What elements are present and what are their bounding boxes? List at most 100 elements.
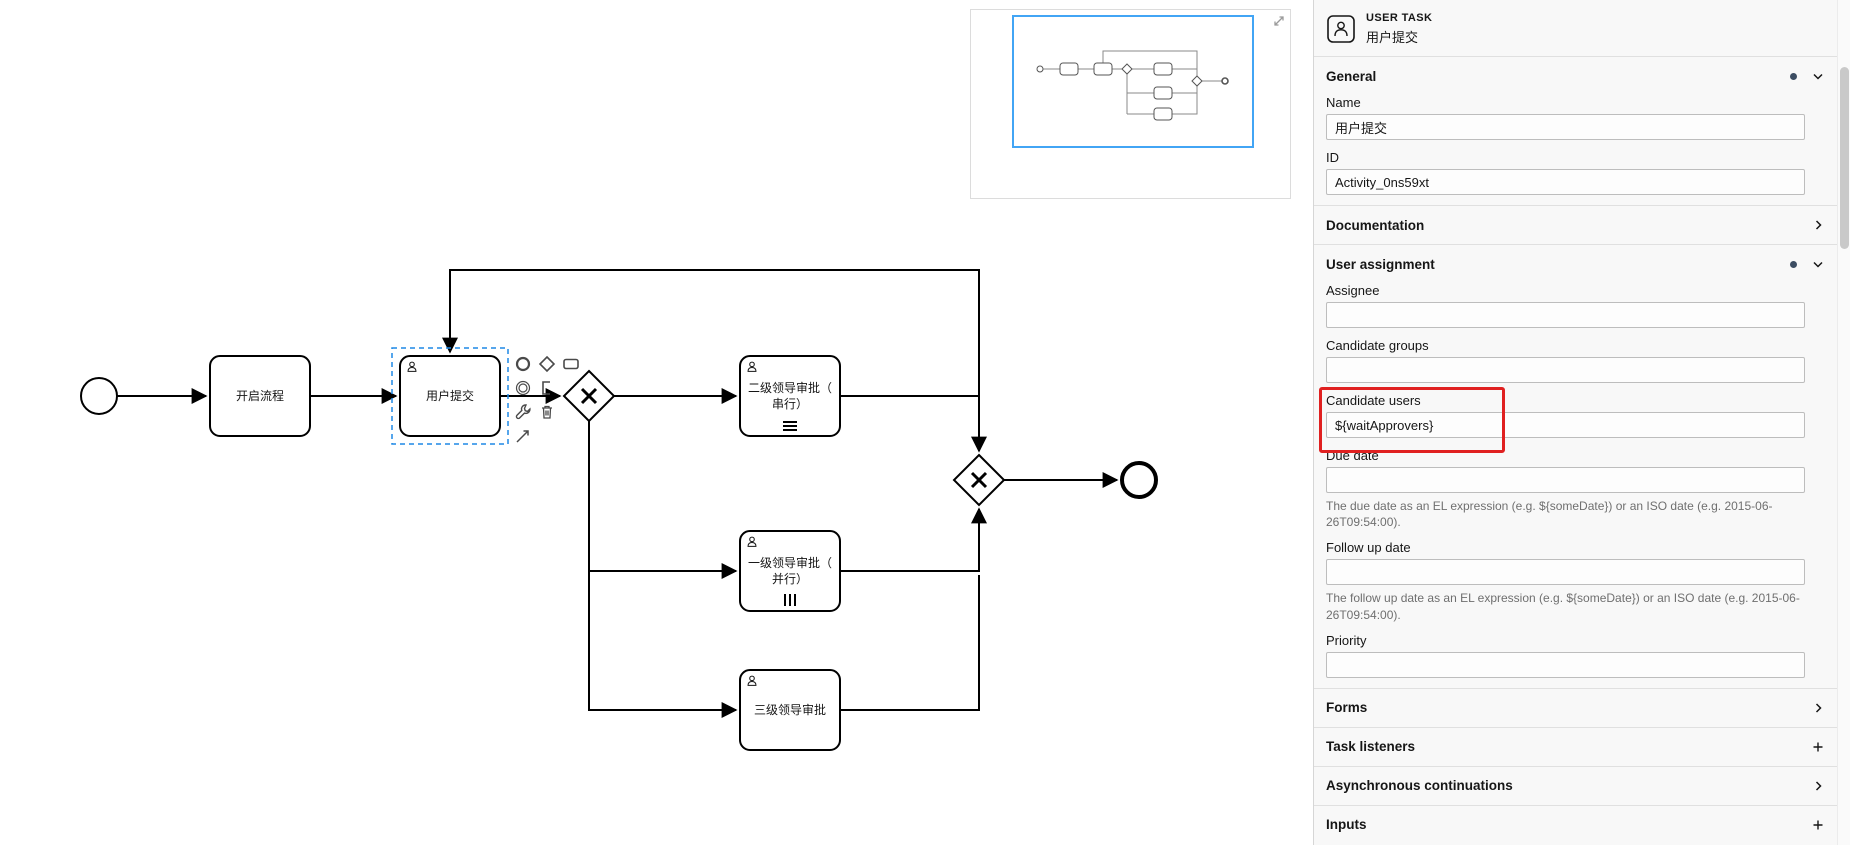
- element-name: 用户提交: [1366, 30, 1419, 45]
- panel-scrollbar[interactable]: [1837, 0, 1850, 845]
- candidate-users-label: Candidate users: [1326, 393, 1421, 408]
- trash-icon[interactable]: [535, 400, 558, 423]
- id-label: ID: [1326, 150, 1339, 165]
- field-due-date: Due date The due date as an EL expressio…: [1314, 448, 1838, 540]
- plus-icon[interactable]: [1810, 739, 1826, 755]
- task-review-level2-label: 二级领导审批（串行）: [748, 380, 832, 411]
- section-general-header[interactable]: General: [1314, 57, 1838, 95]
- edited-dot: [1790, 260, 1797, 268]
- field-id: ID: [1314, 150, 1838, 205]
- field-assignee: Assignee: [1314, 283, 1838, 338]
- section-forms-title: Forms: [1326, 700, 1368, 716]
- pad-spacer: [559, 400, 582, 423]
- candidate-groups-label: Candidate groups: [1326, 338, 1429, 353]
- bpmn-canvas[interactable]: 开启流程 用户提交 二级领导审批（串行）: [0, 0, 1313, 845]
- priority-label: Priority: [1326, 632, 1367, 648]
- gateway-join[interactable]: [952, 453, 1006, 507]
- task-start-process[interactable]: 开启流程: [209, 355, 311, 437]
- task-user-submit-label: 用户提交: [426, 388, 474, 403]
- due-date-input[interactable]: [1326, 467, 1805, 493]
- section-forms: Forms: [1314, 687, 1838, 727]
- candidate-groups-input[interactable]: [1326, 357, 1805, 383]
- follow-up-date-input[interactable]: [1326, 559, 1805, 586]
- section-general: General Name ID: [1314, 56, 1838, 205]
- follow-up-date-label: Follow up date: [1326, 540, 1411, 556]
- flow-review2-to-join[interactable]: [840, 395, 987, 453]
- section-async-continuations-title: Asynchronous continuations: [1326, 778, 1513, 794]
- section-user-assignment: User assignment Assignee Candidate group…: [1314, 244, 1838, 688]
- expand-icon[interactable]: [1273, 14, 1285, 32]
- flow-review3-to-join[interactable]: [840, 575, 980, 711]
- section-user-assignment-header[interactable]: User assignment: [1314, 245, 1838, 283]
- chevron-down-icon[interactable]: [1810, 256, 1826, 272]
- task-start-process-label: 开启流程: [236, 388, 284, 403]
- due-date-help: The due date as an EL expression (e.g. $…: [1326, 499, 1773, 530]
- section-inputs: Inputs: [1314, 804, 1838, 844]
- flow-review1-to-join[interactable]: [840, 507, 987, 572]
- section-documentation: Documentation: [1314, 205, 1838, 244]
- append-task-icon[interactable]: [559, 352, 582, 375]
- field-follow-up-date: Follow up date The follow up date as an …: [1314, 540, 1838, 632]
- connect-arrow-icon[interactable]: [511, 424, 534, 447]
- task-review-level1-label: 一级领导审批（并行）: [748, 555, 832, 586]
- name-input[interactable]: [1326, 114, 1805, 140]
- section-user-assignment-title: User assignment: [1326, 256, 1435, 272]
- task-review-level3[interactable]: 三级领导审批: [739, 669, 841, 751]
- panel-header: USER TASK 用户提交: [1314, 0, 1838, 56]
- sequential-mi-marker: [783, 421, 797, 431]
- chevron-down-icon[interactable]: [1810, 68, 1826, 84]
- chevron-right-icon[interactable]: [1810, 778, 1826, 794]
- section-documentation-header[interactable]: Documentation: [1314, 206, 1838, 244]
- flow-gateway-to-review1[interactable]: [588, 421, 738, 579]
- priority-input[interactable]: [1326, 651, 1805, 678]
- chevron-right-icon[interactable]: [1810, 700, 1826, 716]
- append-text-annotation-icon[interactable]: [535, 376, 558, 399]
- section-inputs-header[interactable]: Inputs: [1314, 806, 1838, 844]
- scrollbar-thumb[interactable]: [1840, 67, 1849, 249]
- properties-panel: USER TASK 用户提交 General Name ID: [1313, 0, 1850, 845]
- plus-icon[interactable]: [1810, 817, 1826, 833]
- chevron-right-icon[interactable]: [1810, 217, 1826, 233]
- id-input[interactable]: [1326, 169, 1805, 195]
- task-review-level1[interactable]: 一级领导审批（并行）: [739, 530, 841, 612]
- field-name: Name: [1314, 95, 1838, 150]
- edited-dot: [1790, 72, 1797, 80]
- field-candidate-users: Candidate users: [1314, 387, 1838, 453]
- task-user-submit[interactable]: 用户提交: [391, 347, 509, 445]
- field-candidate-groups: Candidate groups: [1314, 338, 1838, 393]
- element-type: USER TASK: [1366, 12, 1433, 24]
- start-event[interactable]: [80, 377, 118, 415]
- section-task-listeners-title: Task listeners: [1326, 739, 1416, 755]
- assignee-input[interactable]: [1326, 302, 1805, 328]
- pad-spacer: [559, 376, 582, 399]
- section-async-continuations: Asynchronous continuations: [1314, 765, 1838, 805]
- candidate-users-input[interactable]: [1326, 412, 1805, 438]
- minimap-viewport[interactable]: [1012, 15, 1254, 148]
- section-forms-header[interactable]: Forms: [1314, 689, 1838, 727]
- section-task-listeners: Task listeners: [1314, 726, 1838, 766]
- append-intermediate-event-icon[interactable]: [511, 376, 534, 399]
- exclusive-x-marker: [580, 387, 598, 405]
- gateway-split[interactable]: [562, 369, 616, 423]
- selection-outline: [391, 347, 509, 445]
- section-task-listeners-header[interactable]: Task listeners: [1314, 728, 1838, 766]
- sequence-flows[interactable]: [117, 269, 1119, 718]
- parallel-mi-marker: [784, 594, 796, 606]
- section-async-continuations-header[interactable]: Asynchronous continuations: [1314, 767, 1838, 805]
- due-date-label: Due date: [1326, 448, 1379, 463]
- bpmn-diagram: 开启流程 用户提交 二级领导审批（串行）: [80, 269, 1158, 751]
- wrench-icon[interactable]: [511, 400, 534, 423]
- end-event[interactable]: [1120, 461, 1158, 499]
- flow-gateway-to-review3[interactable]: [588, 421, 738, 718]
- user-task-icon: [1327, 15, 1355, 43]
- task-review-level2[interactable]: 二级领导审批（串行）: [739, 355, 841, 437]
- append-end-event-icon[interactable]: [511, 352, 534, 375]
- append-gateway-icon[interactable]: [535, 352, 558, 375]
- name-label: Name: [1326, 95, 1361, 110]
- context-pad: [511, 352, 582, 447]
- minimap-diagram: [1036, 50, 1229, 121]
- flow-reject-loop[interactable]: [442, 269, 980, 451]
- minimap[interactable]: [970, 9, 1291, 199]
- section-inputs-title: Inputs: [1326, 817, 1367, 833]
